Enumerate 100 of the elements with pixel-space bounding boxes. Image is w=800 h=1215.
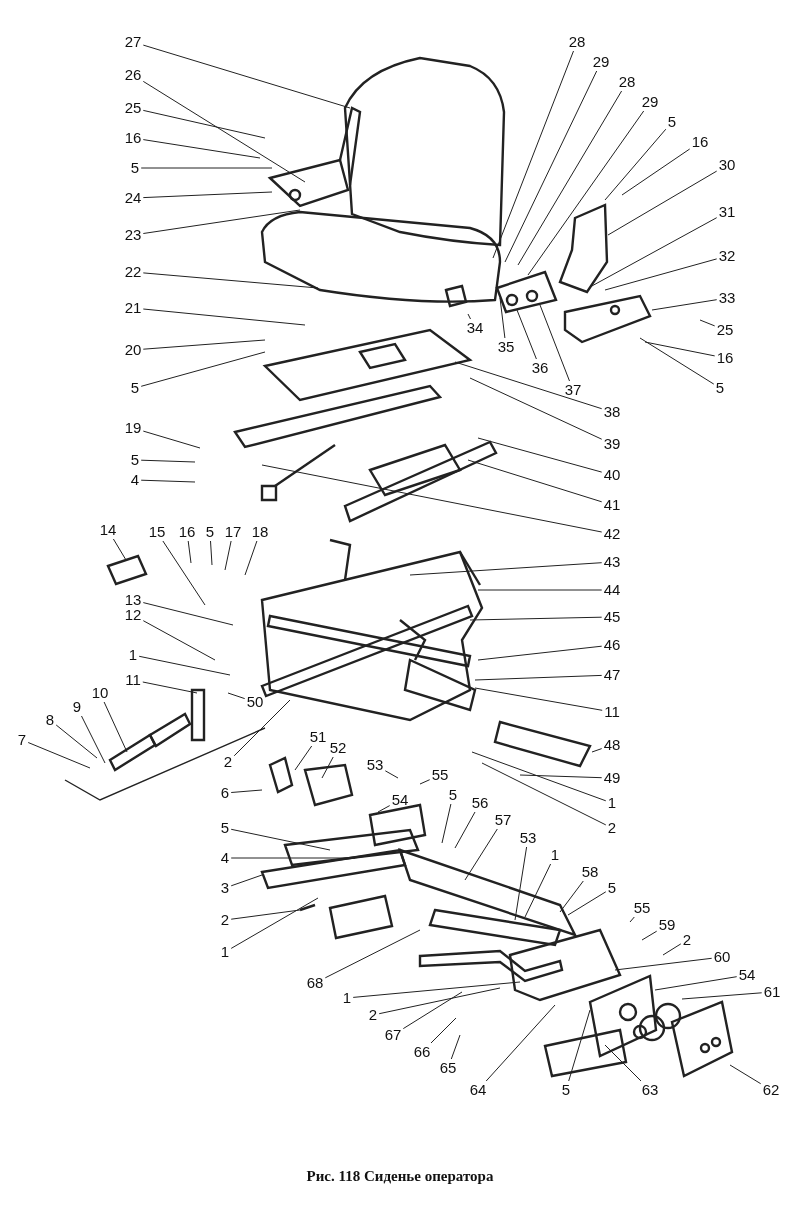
callout-number: 16 [177,524,197,540]
callout-number: 25 [123,100,143,116]
callout-number: 49 [602,770,622,786]
leader-line [142,44,351,109]
callout-number: 5 [129,452,141,468]
callout-number: 36 [530,360,550,376]
leader-line [454,811,476,849]
leader-line [324,929,421,979]
leader-line [142,339,266,350]
leader-line [112,538,127,561]
leader-line [294,745,313,771]
leader-line [140,479,196,483]
callout-number: 1 [606,795,618,811]
callout-number: 5 [129,380,141,396]
callout-number: 32 [717,248,737,264]
leader-line [514,846,528,921]
callout-number: 55 [632,900,652,916]
leader-line [729,1064,762,1085]
leader-line [464,828,498,881]
callout-number: 54 [737,967,757,983]
callout-number: 11 [603,704,621,720]
leader-line [539,304,570,382]
callout-number: 30 [717,157,737,173]
callout-number: 39 [602,436,622,452]
leader-line [352,981,521,998]
callout-number: 68 [305,975,325,991]
leader-line [419,779,431,785]
callout-number: 16 [690,134,710,150]
leader-line [140,459,196,463]
leader-line [377,805,391,813]
callout-number: 52 [328,740,348,756]
leader-line [639,337,715,385]
callout-number: 1 [341,990,353,1006]
leader-line [142,620,216,661]
leader-line [607,170,718,236]
leader-line [499,297,506,339]
callout-number: 67 [383,1027,403,1043]
figure-caption: Рис. 118 Сиденье оператора [306,1168,494,1184]
leader-line [662,943,682,956]
callout-number: 41 [602,497,622,513]
leader-line [378,987,501,1015]
callout-number: 58 [580,864,600,880]
leader-line [477,645,603,661]
leader-line [261,464,603,533]
leader-line [524,863,552,918]
callout-number: 55 [430,767,450,783]
callout-number: 10 [90,685,110,701]
leader-line [568,1009,591,1082]
callout-number: 5 [606,880,618,896]
leader-line [210,540,213,566]
callout-number: 57 [493,812,513,828]
leader-line [641,930,658,941]
callout-number: 15 [147,524,167,540]
leader-line [81,715,106,764]
callout-number: 20 [123,342,143,358]
leader-line [474,687,603,711]
callout-number: 4 [219,850,231,866]
leader-line [681,992,763,1000]
leader-line [469,377,603,440]
callout-number: 27 [123,34,143,50]
leader-line [142,602,234,626]
callout-number: 2 [222,754,234,770]
leader-line [55,724,98,759]
callout-number: 29 [640,94,660,110]
leader-line [604,128,667,201]
leader-line [629,916,635,923]
leader-line [604,1044,642,1082]
leader-line [230,874,263,887]
leader-line [227,692,246,700]
leader-line [651,299,718,311]
leader-line [559,880,584,913]
callout-number: 53 [518,830,538,846]
callout-number: 28 [567,34,587,50]
callout-number: 9 [71,699,83,715]
callout-number: 53 [365,757,385,773]
leader-line [142,430,201,449]
callout-number: 13 [123,592,143,608]
callout-number: 66 [412,1044,432,1060]
leader-line [138,655,231,676]
leader-line [187,540,192,564]
leader-line [244,540,258,576]
leader-line [481,762,607,826]
callout-number: 34 [465,320,485,336]
leader-line [467,313,471,320]
leader-line [142,272,319,289]
callout-number: 5 [129,160,141,176]
callout-number: 4 [129,472,141,488]
leader-line [140,351,266,387]
leader-line [467,459,603,503]
leader-line [485,1004,556,1082]
callout-number: 7 [16,732,28,748]
callout-number: 54 [390,792,410,808]
callout-number: 5 [204,524,216,540]
callout-number: 25 [715,322,735,338]
callout-number: 24 [123,190,143,206]
leader-line [409,562,603,576]
callout-number: 35 [496,339,516,355]
leader-line [504,70,598,263]
leader-line [384,770,399,779]
callout-number: 3 [219,880,231,896]
